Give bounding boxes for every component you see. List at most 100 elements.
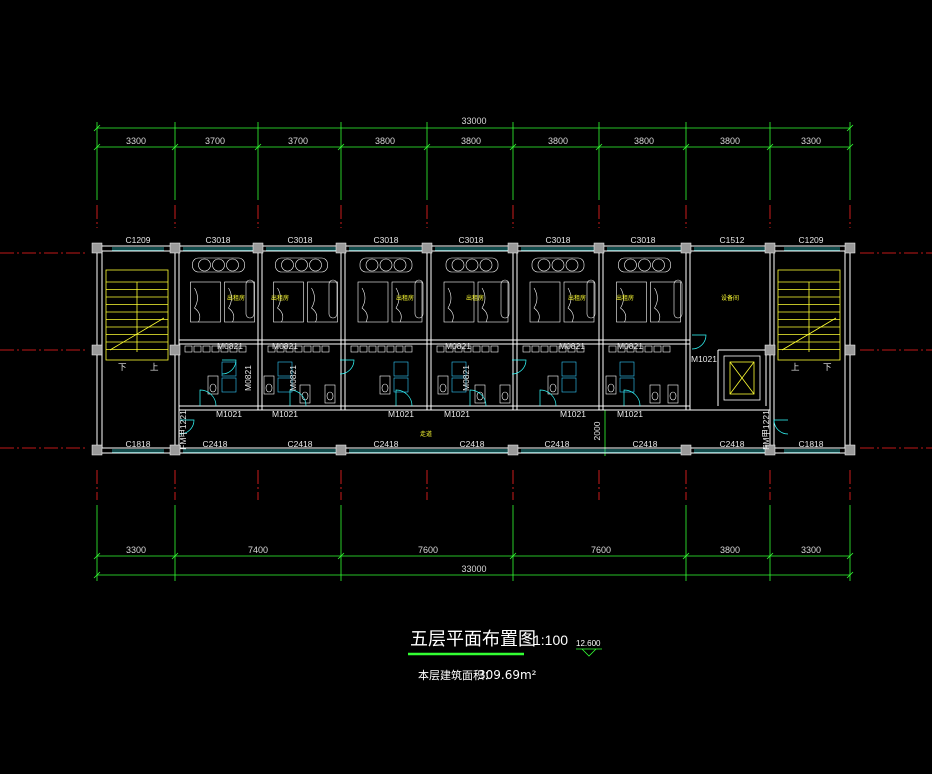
bedding (533, 287, 574, 323)
bed (477, 281, 509, 323)
cabinet (193, 345, 202, 353)
stair-label: 下 (118, 362, 127, 372)
stair-break-line (109, 317, 165, 351)
door-swing (395, 389, 413, 407)
cabinet (567, 345, 576, 353)
sofa (359, 257, 413, 273)
bed (443, 281, 475, 323)
door-label: M0821 (559, 341, 585, 351)
sofa (618, 257, 671, 273)
room-label: 出租房 (396, 294, 414, 302)
toilet (263, 375, 275, 395)
chair (226, 258, 239, 272)
cabinet (576, 345, 585, 353)
door-label: M1021 (388, 409, 414, 419)
toilet (379, 375, 391, 395)
window-label: C2418 (719, 439, 744, 449)
chair (451, 258, 465, 272)
window-label: C2418 (544, 439, 569, 449)
toilet-bowl (381, 383, 389, 393)
room-label: 出租房 (466, 294, 484, 302)
column (169, 242, 181, 254)
column (764, 344, 776, 356)
cabinet (184, 345, 193, 353)
door-swing (773, 419, 789, 435)
window-label: C2418 (373, 439, 398, 449)
cabinet (303, 345, 312, 353)
bedding (447, 287, 488, 323)
columns (91, 242, 856, 456)
room-label: 出租房 (227, 294, 245, 302)
cabinet (549, 345, 558, 353)
door-label: M1021 (216, 409, 242, 419)
dimension-tick (766, 143, 774, 151)
dimension-tick (171, 552, 179, 560)
sofa (275, 257, 328, 273)
toilet (649, 384, 661, 404)
toilet-bowl (651, 391, 659, 401)
room-label: 出租房 (616, 294, 634, 302)
cabinet (220, 345, 229, 353)
washbasin (451, 377, 467, 393)
bottom-dim-bay: 7400 (248, 545, 268, 555)
toilet-bowl (549, 383, 557, 393)
column (844, 344, 856, 356)
cabinet (653, 345, 662, 353)
bedding (194, 287, 235, 323)
window-label: C1512 (719, 235, 744, 245)
toilet-bowl (326, 391, 334, 401)
chair (281, 258, 294, 272)
dimension-tick (93, 571, 101, 579)
dimension-tick (337, 552, 345, 560)
window-label: C1818 (125, 439, 150, 449)
washbasin (619, 361, 635, 377)
bathroom-fixtures (207, 361, 679, 404)
cabinet (368, 345, 377, 353)
stair-outline (105, 269, 169, 361)
door-label: M0821 (272, 341, 298, 351)
sofa (192, 257, 245, 273)
column (680, 444, 692, 456)
bed (190, 281, 221, 323)
column (680, 242, 692, 254)
door-swing (199, 389, 217, 407)
washbasin (221, 377, 237, 393)
floor-area-label: 本层建筑面积： (418, 668, 495, 682)
door-swing (691, 334, 707, 350)
toilet (474, 384, 486, 404)
column (91, 444, 103, 456)
washbasin (221, 361, 237, 377)
stairwells (105, 269, 841, 361)
wardrobe (414, 279, 424, 319)
dimension-tick (766, 552, 774, 560)
bed (616, 281, 647, 323)
bed (391, 281, 423, 323)
window-label: C2418 (202, 439, 227, 449)
chair (551, 258, 565, 272)
top-dim-bay: 3700 (288, 136, 308, 146)
washbasin (393, 377, 409, 393)
stair-label: 下 (823, 362, 832, 372)
room-label: 出租房 (271, 294, 289, 302)
washbasin (561, 377, 577, 393)
chair (565, 258, 579, 272)
chair (652, 258, 665, 272)
dimension-tick (846, 124, 854, 132)
top-dim-bay: 3800 (548, 136, 568, 146)
top-dim-bay: 3300 (126, 136, 146, 146)
column (593, 242, 605, 254)
cabinet (617, 345, 626, 353)
window-label: C1209 (125, 235, 150, 245)
elevator-shaft (723, 355, 761, 401)
corridor-label: 走道 (420, 430, 432, 438)
washbasin (561, 361, 577, 377)
washbasin (277, 361, 293, 377)
elevation-value: 12.600 (576, 639, 601, 648)
bottom-dim-bay: 7600 (418, 545, 438, 555)
bedding (620, 287, 661, 323)
axis-lines (0, 205, 932, 500)
door-swings (179, 334, 789, 435)
window-label: C2418 (459, 439, 484, 449)
bottom-dim-bay: 7600 (591, 545, 611, 555)
cabinet (276, 345, 285, 353)
